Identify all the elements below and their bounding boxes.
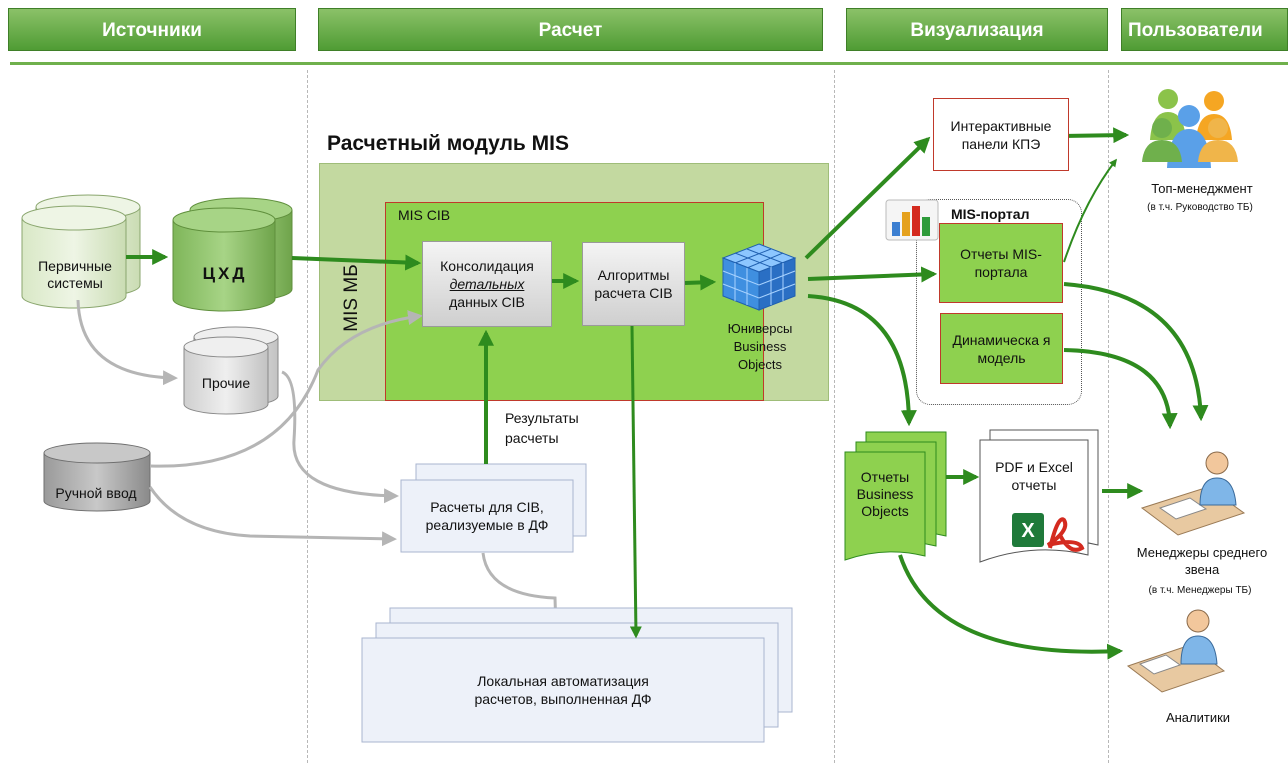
analysts-label: Аналитики (1165, 710, 1231, 725)
df-calcs-box: Расчеты для CIB, реализуемые в ДФ (425, 499, 549, 533)
green-flows (126, 127, 1209, 660)
bo-reports-docs (844, 431, 947, 561)
dwh-label: ЦХД (202, 264, 248, 283)
other-cylinder (183, 326, 279, 415)
middle-managers-label: Менеджеры среднего звена (1136, 545, 1268, 577)
dynamic-model-box: Динамическа я модель (940, 313, 1063, 384)
primary-systems-cylinder (21, 194, 141, 309)
df-calcs-pages (400, 463, 587, 553)
manual-input-label: Ручной ввод (55, 485, 137, 501)
local-automation-pages (361, 607, 793, 743)
header-sources: Источники (8, 8, 296, 51)
local-automation-box: Локальная автоматизация расчетов, выполн… (474, 673, 652, 707)
middle-managers-note: (в т.ч. Менеджеры ТБ) (1148, 585, 1252, 596)
pdf-excel-label: PDF и Excel отчеты (995, 459, 1073, 493)
top-management-label: Топ-менеджмент (1151, 181, 1253, 196)
universes-label: Юниверсы Business Objects (727, 321, 793, 372)
mis-portal-title: MIS-портал (951, 206, 1030, 222)
bo-reports-label: Отчеты Business Objects (856, 469, 914, 519)
svg-text:X: X (1021, 520, 1035, 542)
top-management-note: (в т.ч. Руководство ТБ) (1147, 202, 1253, 213)
header-underline (10, 62, 1288, 65)
consolidation-line2: детальных (449, 276, 525, 292)
analysts-icon (1126, 609, 1226, 693)
dwh-cylinder (172, 197, 293, 312)
consolidation-line3: данных CIB (449, 294, 525, 310)
separator-2 (834, 70, 835, 763)
header-visual: Визуализация (846, 8, 1108, 51)
portal-reports-box: Отчеты MIS-портала (939, 223, 1063, 303)
module-title: Расчетный модуль MIS (327, 132, 570, 155)
consolidation-box: Консолидация детальных данных CIB (422, 241, 552, 327)
top-management-icon (1142, 89, 1238, 168)
grey-flows (76, 299, 564, 633)
separator-3 (1108, 70, 1109, 763)
consolidation-line1: Консолидация (440, 258, 534, 274)
header-users: Пользователи (1121, 8, 1288, 51)
universes-cube-icon (721, 243, 797, 311)
module-cib-label: MIS CIB (398, 207, 451, 223)
kpi-panels-box: Интерактивные панели КПЭ (933, 98, 1069, 171)
middle-managers-icon (1140, 451, 1246, 536)
header-calc: Расчет (318, 8, 823, 51)
separator-1 (307, 70, 308, 763)
bar-chart-icon (885, 199, 939, 241)
algorithms-box: Алгоритмы расчета CIB (582, 242, 685, 326)
manual-input-cylinder (43, 442, 151, 512)
primary-systems-label: Первичные системы (38, 258, 112, 291)
excel-icon: X (1012, 513, 1044, 547)
pdf-icon (1046, 517, 1085, 552)
other-label: Прочие (201, 375, 251, 391)
results-label: Результаты расчеты (505, 410, 579, 446)
mis-portal-area (916, 199, 1082, 405)
